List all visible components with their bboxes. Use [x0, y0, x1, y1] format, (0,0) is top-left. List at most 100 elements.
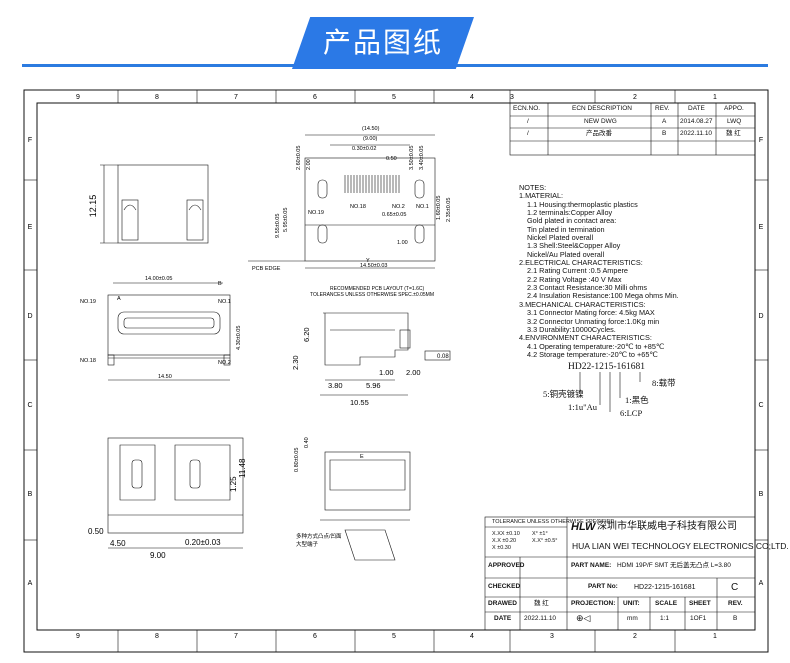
- ecn-header-appo: APPO.: [724, 105, 744, 112]
- technical-notes: NOTES: 1.MATERIAL: 1.1 Housing:thermopla…: [519, 183, 679, 359]
- drawer-value: 魏 红: [534, 600, 549, 607]
- front-view: [107, 282, 231, 381]
- label-date: DATE: [494, 615, 512, 622]
- note-line: 1.MATERIAL:: [519, 191, 564, 201]
- svg-text:5: 5: [392, 633, 396, 640]
- ecn-header-rev: REV.: [655, 105, 670, 112]
- svg-text:6.20: 6.20: [302, 327, 311, 342]
- company-name-cn: 深圳市华联威电子科技有限公司: [597, 521, 737, 532]
- svg-text:9: 9: [76, 633, 80, 640]
- note-line: 2.2 Rating Voltage :40 V Max: [527, 274, 622, 284]
- svg-text:C: C: [27, 402, 32, 409]
- svg-text:A: A: [759, 580, 764, 587]
- tolerance-header: TOLERANCE UNLESS OTHERWISE SPECIFIED: [492, 519, 615, 525]
- ecn-header-no: ECN.NO.: [513, 105, 541, 112]
- svg-text:C: C: [758, 402, 763, 409]
- svg-text:10.55: 10.55: [350, 398, 369, 407]
- svg-text:E: E: [360, 454, 364, 460]
- svg-text:B: B: [28, 491, 33, 498]
- svg-text:NO.18: NO.18: [80, 358, 96, 364]
- unit-value: mm: [627, 615, 638, 622]
- label-scale: SCALE: [655, 600, 678, 607]
- scale-value: 1:1: [660, 615, 670, 622]
- note-line: Gold plated in contact area:: [527, 216, 617, 226]
- svg-text:NO.18: NO.18: [350, 204, 366, 210]
- svg-text:3.40±0.05: 3.40±0.05: [419, 146, 425, 170]
- part-code-callout: 1:黑色: [625, 395, 649, 405]
- part-name-value: HDMI 19P/F SMT 无后盖无凸点 L=3.80: [617, 562, 731, 569]
- label-checked: CHECKED: [488, 583, 521, 590]
- ecn-row-cell: A: [662, 118, 667, 125]
- zone-ticks: [24, 90, 768, 652]
- svg-text:F: F: [759, 137, 763, 144]
- note-line: 1.1 Housing:thermoplastic plastics: [527, 199, 638, 209]
- svg-text:2.00: 2.00: [406, 368, 421, 377]
- svg-text:0.50: 0.50: [386, 156, 397, 162]
- note-line: 4.ENVIRONMENT CHARACTERISTICS:: [519, 333, 652, 343]
- ecn-row-cell: NEW DWG: [584, 118, 617, 125]
- svg-text:D: D: [27, 313, 32, 320]
- svg-text:14.00±0.05: 14.00±0.05: [145, 276, 173, 282]
- svg-text:0.08: 0.08: [437, 354, 449, 360]
- note-line: 3.3 Durability:10000Cycles.: [527, 324, 616, 334]
- tolerance-row: X.X ±0.20: [492, 538, 517, 544]
- part-code-leaders: [579, 372, 641, 412]
- svg-text:11.48: 11.48: [238, 458, 247, 478]
- part-code-callout: 1:1u"Au: [568, 402, 597, 412]
- note-line: 4.2 Storage temperature:-20℃ to +65℃: [527, 349, 658, 359]
- side-view: [100, 164, 209, 244]
- detail-view: [320, 451, 411, 561]
- date-value: 2022.11.10: [524, 615, 557, 622]
- profile-dims: 6.20 2.30 3.80 5.96 1.00 2.00 10.55 0.08: [291, 327, 449, 407]
- ecn-row-cell: 魏 红: [726, 130, 741, 137]
- label-drawed: DRAWED: [488, 600, 517, 607]
- svg-text:6: 6: [313, 633, 317, 640]
- svg-text:14.50±0.03: 14.50±0.03: [360, 263, 388, 269]
- ecn-row-cell: 2014.08.27: [680, 118, 713, 125]
- svg-text:2: 2: [633, 633, 637, 640]
- title-block-grid: [484, 516, 756, 631]
- ecn-row-cell: B: [662, 130, 667, 137]
- company-name-en: HUA LIAN WEI TECHNOLOGY ELECTRONICS CO;L…: [572, 541, 789, 551]
- ecn-row-cell: /: [527, 118, 529, 125]
- ecn-table: [509, 102, 756, 156]
- note-line: 4.1 Operating temperature:-20℃ to +85℃: [527, 341, 665, 351]
- company-logo: HLW: [571, 521, 596, 533]
- svg-text:NO.19: NO.19: [80, 299, 96, 305]
- svg-text:多种方式凸点/凹面: 多种方式凸点/凹面: [296, 532, 342, 540]
- label-part-name: PART NAME:: [571, 562, 612, 569]
- svg-text:3: 3: [510, 94, 514, 101]
- svg-text:大型端子: 大型端子: [296, 540, 319, 548]
- angle-row: X° ±1°: [532, 531, 548, 537]
- projection-symbol-icon: ⊕◁: [576, 613, 591, 623]
- label-projection: PROJECTION:: [571, 600, 616, 607]
- note-line: 2.4 Insulation Resistance:100 Mega ohms …: [527, 291, 679, 301]
- svg-text:0.30±0.02: 0.30±0.02: [352, 146, 376, 152]
- svg-text:2.60±0.05: 2.60±0.05: [296, 146, 302, 170]
- part-code: HD22-1215-161681: [568, 362, 646, 372]
- pcb-layout-dims: (14.50) (9.00) 0.30±0.02 0.50 2.60±0.05 …: [252, 126, 452, 298]
- ecn-row-cell: 产品改番: [586, 130, 612, 137]
- col-label-top: 9: [76, 94, 80, 101]
- svg-text:Y: Y: [366, 258, 370, 264]
- svg-text:3.80: 3.80: [328, 381, 343, 390]
- svg-text:(14.50): (14.50): [362, 126, 380, 132]
- zone-labels: 9 8 7 6 5 4 3 2 1 9 8 7 6 5 4 3 2 1 F E …: [27, 94, 763, 640]
- rev-big-value: C: [731, 582, 739, 593]
- part-code-callout: 6:LCP: [620, 408, 643, 418]
- pad-row: [344, 175, 400, 193]
- svg-text:7: 7: [234, 94, 238, 101]
- svg-text:9.00: 9.00: [150, 551, 166, 560]
- tolerance-row: X.XX ±0.10: [492, 531, 520, 537]
- note-line: Nickel Plated overall: [527, 233, 594, 243]
- svg-text:2.35±0.05: 2.35±0.05: [446, 198, 452, 222]
- svg-text:1.00: 1.00: [379, 368, 394, 377]
- sheet-value: 1OF1: [690, 615, 707, 622]
- svg-text:1.00: 1.00: [397, 240, 408, 246]
- svg-text:B: B: [759, 491, 764, 498]
- front-view-dims: 14.00±0.05 14.50 NO.19 NO.18 NO.1 NO.2 A…: [80, 276, 242, 380]
- banner-title-plate: [292, 17, 474, 69]
- bottom-view-dims: 11.48 1.25 0.50 4.50 9.00 0.20±0.03: [88, 458, 247, 560]
- svg-text:D: D: [758, 313, 763, 320]
- svg-text:8: 8: [155, 94, 159, 101]
